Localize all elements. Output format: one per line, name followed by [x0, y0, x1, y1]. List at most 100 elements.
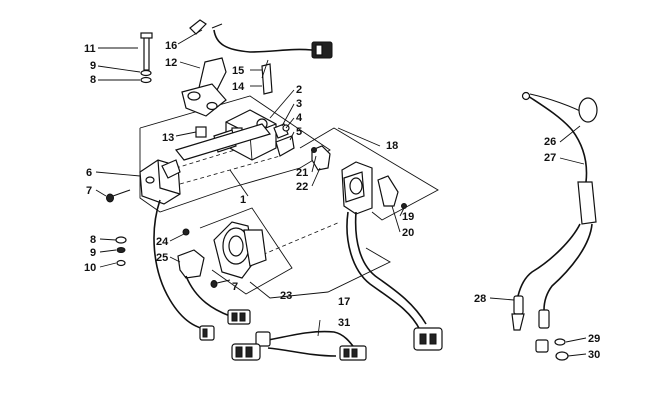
callout-9: 9 [90, 60, 96, 72]
wire-end [211, 23, 223, 29]
callout-11: 11 [84, 43, 96, 55]
callout-7: 7 [86, 185, 92, 197]
throttle-lever [181, 57, 227, 117]
callout-8: 8 [90, 74, 96, 86]
clip-21-22 [311, 145, 331, 171]
clip-14 [261, 63, 273, 95]
callout-20: 20 [402, 227, 414, 239]
callout-18: 18 [386, 140, 398, 152]
callout-4: 4 [296, 112, 303, 124]
connector-mid [227, 309, 251, 325]
connector-left [199, 325, 215, 341]
leader-9 [97, 65, 141, 73]
callout-19: 19 [402, 211, 414, 223]
callout-13: 13 [162, 132, 174, 144]
callout-12: 12 [165, 57, 177, 69]
leader-31 [317, 319, 321, 337]
leader-4 [285, 117, 295, 129]
heater-element-1 [174, 123, 272, 161]
leader-29 [565, 337, 587, 343]
cap-13 [195, 126, 207, 138]
leader-13 [175, 131, 197, 137]
clip-pin [261, 59, 269, 79]
leader-21 [311, 155, 317, 173]
frame-assembly-23 [199, 207, 293, 295]
warmer-switch [213, 221, 267, 279]
callout-31: 31 [338, 317, 350, 329]
leader-8b [99, 238, 117, 241]
bracket-25 [177, 249, 205, 279]
callout-30: 30 [588, 349, 600, 361]
leader-16 [177, 29, 203, 45]
callout-24: 24 [156, 236, 169, 248]
leader-24 [169, 233, 185, 242]
leader-7a [95, 189, 107, 197]
leader-25 [169, 256, 181, 263]
callout-25: 25 [156, 252, 168, 264]
leader-22 [311, 167, 321, 187]
harness-31 [231, 330, 367, 361]
leader-2 [269, 89, 295, 119]
callout-2: 2 [296, 84, 302, 96]
screw-24 [182, 228, 190, 236]
throttle-wire [153, 199, 215, 331]
switch-assembly-18 [341, 161, 373, 215]
leader-30 [567, 353, 587, 357]
callout-15: 15 [232, 65, 244, 77]
leader-9b [99, 249, 117, 253]
bracket-5 [275, 135, 295, 157]
callout-21: 21 [296, 167, 308, 179]
callout-23: 23 [280, 290, 292, 302]
leader-12 [179, 61, 201, 69]
callout-29: 29 [588, 333, 600, 345]
leader-27 [559, 157, 585, 165]
callout-26: 26 [544, 136, 556, 148]
clip-20 [377, 175, 399, 207]
throttle-housing [139, 159, 181, 205]
leader-6 [95, 171, 141, 177]
frame-assembly-1 [139, 95, 331, 213]
callout-9-lower: 9 [90, 247, 96, 259]
callout-28: 28 [474, 293, 486, 305]
leader-19 [399, 207, 405, 217]
callout-7-lower: 7 [232, 281, 238, 293]
leader-18 [337, 127, 381, 147]
washer-stack [115, 236, 127, 267]
switch-wire-2 [354, 211, 427, 325]
screw-21 [311, 147, 317, 153]
callout-17: 17 [338, 296, 350, 308]
harness-lead [185, 275, 231, 317]
leader-28 [489, 297, 515, 301]
screw-7-lower [210, 279, 231, 288]
callout-16: 16 [165, 40, 177, 52]
callout-5: 5 [296, 126, 302, 138]
throttle-cable [511, 91, 598, 353]
connector-right [413, 327, 443, 351]
seal-30 [555, 351, 569, 361]
callout-22: 22 [296, 181, 308, 193]
callout-6: 6 [86, 167, 92, 179]
callout-10: 10 [84, 262, 96, 274]
washer-29 [554, 338, 566, 346]
callout-8-lower: 8 [90, 234, 96, 246]
screw-7-left [106, 189, 131, 203]
frame-assembly-18 [299, 127, 439, 221]
frame-assembly-17 [249, 247, 391, 299]
callout-1: 1 [240, 194, 246, 206]
leader-1 [229, 169, 249, 197]
callout-14: 14 [232, 81, 245, 93]
leader-3 [281, 103, 295, 127]
leader-5 [289, 131, 295, 141]
bolt-upper [140, 32, 153, 84]
switch-wire [346, 211, 421, 331]
leader-20 [391, 205, 401, 233]
callout-27: 27 [544, 152, 556, 164]
callout-3: 3 [296, 98, 302, 110]
terminal-16 [189, 19, 207, 35]
kill-switch-wire [213, 29, 313, 53]
connector-pin [315, 44, 323, 56]
leader-26 [559, 125, 581, 143]
screw-19 [401, 203, 407, 209]
